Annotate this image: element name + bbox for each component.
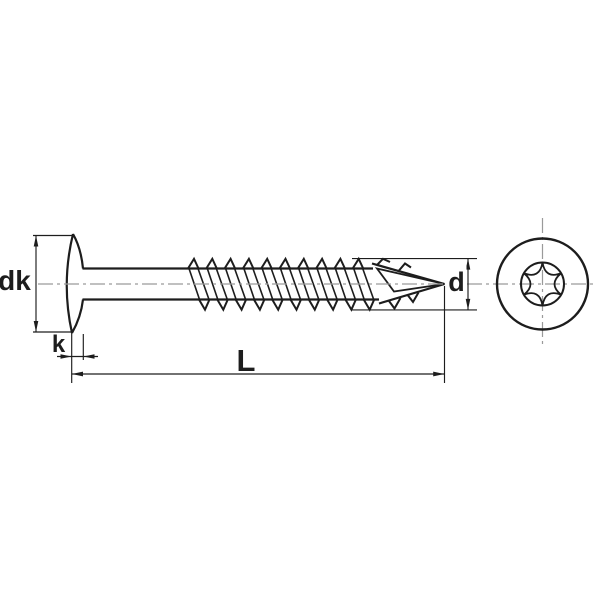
torx-star xyxy=(523,262,562,306)
tip-tooth xyxy=(398,262,412,272)
screw-side-view xyxy=(65,233,445,334)
dimension-arrow xyxy=(33,321,39,332)
dimension-arrow xyxy=(433,371,445,377)
tip-flute xyxy=(374,267,445,293)
dim-label-d: d xyxy=(448,267,465,297)
dimension-arrow xyxy=(33,235,39,247)
dim-label-k: k xyxy=(52,331,66,358)
dimension-arrow xyxy=(71,371,83,377)
head-outer-circle xyxy=(495,237,590,331)
tip-cone-bottom-edge xyxy=(378,282,445,305)
dimension-arrow xyxy=(465,258,471,270)
shank xyxy=(82,267,379,301)
dimension-arrow xyxy=(60,354,72,359)
head-face-arc-bottom xyxy=(71,299,85,334)
dim-thread-diameter: d xyxy=(352,258,477,311)
dim-label-L: L xyxy=(237,343,256,378)
dimension-arrow xyxy=(465,298,471,310)
dim-total-length: L xyxy=(71,286,446,383)
tip-tooth xyxy=(376,257,391,266)
dim-label-dk: dk xyxy=(0,265,31,296)
tip-tooth xyxy=(407,291,420,304)
tip-tooth xyxy=(388,297,402,311)
d-label-mask xyxy=(446,266,467,294)
head-face-arc-top xyxy=(72,233,85,269)
dimension-arrow xyxy=(83,354,95,359)
head-front-view xyxy=(495,237,590,331)
axis-centerline xyxy=(38,218,595,348)
screw-tip xyxy=(371,257,445,311)
dim-head-height: k xyxy=(52,331,98,383)
dim-head-diameter: dk xyxy=(0,234,74,333)
